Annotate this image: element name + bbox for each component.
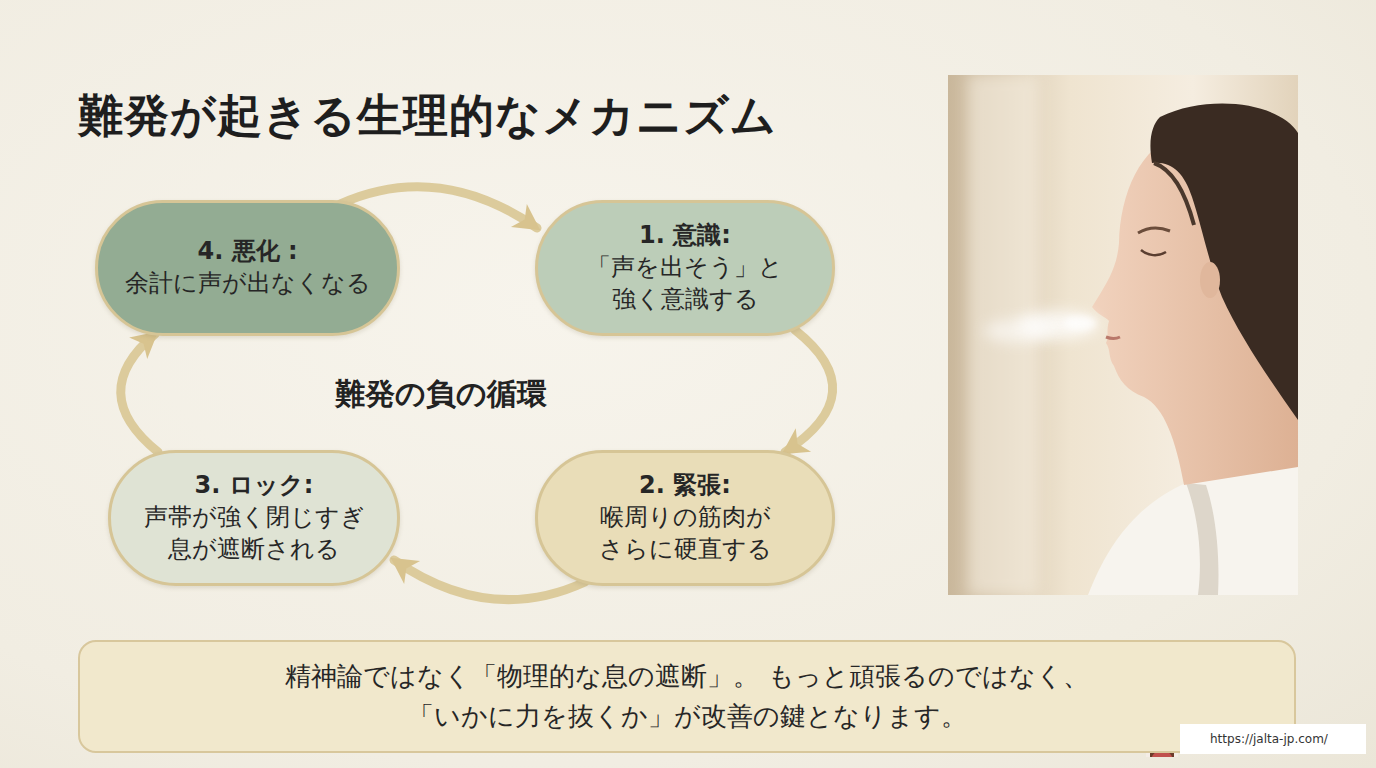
cycle-step-pill: 3. ロック:声帯が強く閉じすぎ 息が遮断される [108, 450, 400, 586]
step-heading: 3. ロック: [195, 470, 314, 502]
breath [984, 319, 1052, 343]
watermark-url: https://jalta-jp.com/ [1180, 724, 1366, 754]
summary-box: 精神論ではなく「物理的な息の遮断」。 もっと頑張るのではなく、「いかに力を抜くか… [78, 640, 1296, 753]
cycle-label: 難発の負の循環 [335, 374, 547, 415]
breath [1064, 316, 1096, 330]
hair [1150, 104, 1298, 420]
photo-ground [948, 75, 1298, 595]
cycle-arrow [785, 330, 833, 452]
step-heading: 2. 緊張: [639, 470, 731, 502]
step-body: 「声を出そう」と 強く意識する [564, 252, 806, 315]
ear [1200, 262, 1220, 298]
hair-strand [1154, 163, 1194, 225]
lips [1106, 337, 1120, 339]
step-body: 声帯が強く閉じすぎ 息が遮断される [137, 502, 371, 565]
step-heading: 1. 意識: [639, 220, 731, 252]
step-heading: 4. 悪化 : [197, 236, 297, 268]
woman-photo [948, 75, 1298, 595]
slide-title: 難発が起きる生理的なメカニズム [78, 86, 777, 146]
shirt-shadow [1186, 483, 1219, 595]
closed-eye [1141, 250, 1166, 255]
step-body: 喉周りの筋肉が さらに硬直する [564, 502, 806, 565]
step-body: 余計に声が出なくなる [125, 268, 371, 300]
eyebrow [1138, 228, 1170, 233]
summary-text: 精神論ではなく「物理的な息の遮断」。 もっと頑張るのではなく、「いかに力を抜くか… [222, 656, 1152, 737]
cycle-arrow [121, 334, 158, 452]
cycle-step-pill: 2. 緊張:喉周りの筋肉が さらに硬直する [535, 450, 835, 586]
cycle-step-pill: 1. 意識:「声を出そう」と 強く意識する [535, 200, 835, 336]
cycle-step-pill: 4. 悪化 :余計に声が出なくなる [95, 200, 400, 336]
